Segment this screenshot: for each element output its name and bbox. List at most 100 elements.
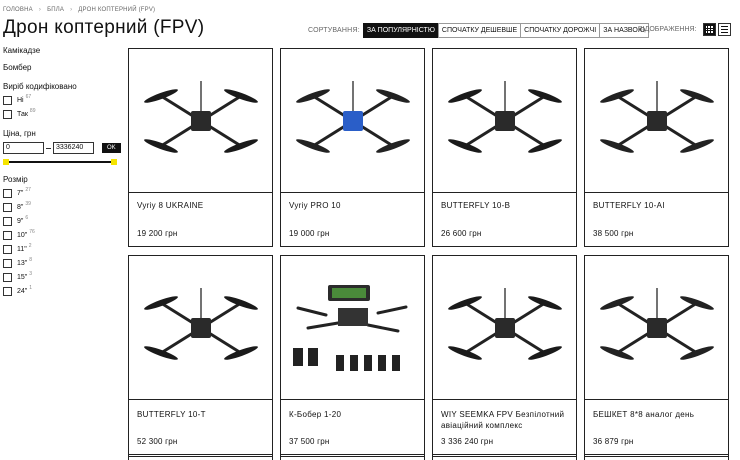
price-inputs: 0 3336240 OK	[3, 142, 121, 154]
sort-name-button[interactable]: ЗА НАЗВОЮ	[599, 23, 649, 38]
drone-image[interactable]	[433, 49, 576, 193]
product-price: 3 336 240 грн	[441, 437, 494, 446]
breadcrumb-separator: ›	[70, 7, 73, 13]
product-card-partial	[432, 454, 577, 460]
option-label: 8"	[17, 203, 24, 211]
product-name[interactable]: WIY SEEMKA FPV Безпілотний авіаційний ко…	[441, 410, 565, 430]
option-count: 27	[25, 187, 31, 193]
drone-image[interactable]	[433, 256, 576, 400]
filter-size-option[interactable]: 8"39	[3, 201, 121, 212]
checkbox[interactable]	[3, 188, 12, 198]
checkbox[interactable]	[3, 230, 12, 240]
price-slider[interactable]	[3, 159, 117, 165]
list-view-button[interactable]	[717, 23, 731, 36]
drone-image[interactable]	[585, 49, 728, 193]
checkbox[interactable]	[3, 258, 12, 268]
sort-popularity-button[interactable]: ЗА ПОПУЛЯРНІСТЮ	[362, 23, 439, 38]
option-count: 76	[29, 229, 35, 235]
size-options: 7"27 8"39 9"6 10"76 11"2 13"8 15"3 24"1	[3, 187, 121, 296]
product-name[interactable]: BUTTERFLY 10-AI	[593, 201, 665, 210]
checkbox[interactable]	[3, 272, 12, 282]
checkbox[interactable]	[3, 202, 12, 212]
checkbox[interactable]	[3, 216, 12, 226]
breadcrumb-current: ДРОН КОПТЕРНИЙ (FPV)	[78, 7, 156, 13]
product-price: 52 300 грн	[137, 437, 178, 446]
product-grid: Vyriy 8 UKRAINE 19 200 грн Vyriy PRO 10 19 …	[128, 48, 729, 457]
option-label: 15"	[17, 273, 28, 281]
checkbox[interactable]	[3, 244, 12, 254]
slider-min-handle[interactable]	[3, 159, 9, 165]
checkbox[interactable]	[3, 286, 12, 296]
product-card-partial	[280, 454, 425, 460]
product-card[interactable]: WIY SEEMKA FPV Безпілотний авіаційний ко…	[432, 255, 577, 457]
option-label: Так	[17, 110, 28, 118]
product-name[interactable]: BUTTERFLY 10-B	[441, 201, 511, 210]
product-name[interactable]: Vyriy 8 UKRAINE	[137, 201, 204, 210]
product-price: 37 500 грн	[289, 437, 330, 446]
product-name[interactable]: К-Бобер 1-20	[289, 410, 342, 419]
product-card[interactable]: BUTTERFLY 10-B 26 600 грн	[432, 48, 577, 247]
product-card-partial	[128, 454, 273, 460]
product-name[interactable]: BUTTERFLY 10-T	[137, 410, 206, 419]
filter-size-option[interactable]: 7"27	[3, 187, 121, 198]
product-card[interactable]: Vyriy PRO 10 19 000 грн	[280, 48, 425, 247]
product-card-partial	[584, 454, 729, 460]
filter-encoding-yes[interactable]: Так 89	[3, 108, 121, 119]
grid-view-button[interactable]	[702, 23, 716, 36]
drone-image[interactable]	[129, 256, 272, 400]
product-name[interactable]: БЕШКЕТ 8*8 аналог день	[593, 410, 695, 419]
slider-track	[3, 161, 117, 163]
product-card[interactable]: BUTTERFLY 10-T 52 300 грн	[128, 255, 273, 457]
option-count: 67	[25, 94, 32, 100]
option-label: 13"	[17, 259, 28, 267]
option-count: 2	[28, 243, 32, 249]
sort-cheaper-button[interactable]: СПОЧАТКУ ДЕШЕВШЕ	[437, 23, 522, 38]
option-count: 39	[25, 201, 31, 207]
product-name[interactable]: Vyriy PRO 10	[289, 201, 341, 210]
sidebar-link-kamikaze[interactable]: Камікадзе	[3, 46, 41, 55]
product-price: 38 500 грн	[593, 229, 634, 238]
view-label: ВІДОБРАЖЕННЯ:	[638, 26, 697, 33]
product-price: 26 600 грн	[441, 229, 482, 238]
option-count: 6	[25, 215, 29, 221]
filter-size-option[interactable]: 10"76	[3, 229, 121, 240]
filter-size-option[interactable]: 15"3	[3, 271, 121, 282]
filter-size-option[interactable]: 24"1	[3, 285, 121, 296]
slider-max-handle[interactable]	[111, 159, 117, 165]
breadcrumb-home[interactable]: ГОЛОВНА	[3, 7, 33, 13]
price-dash	[46, 147, 51, 149]
product-card[interactable]: Vyriy 8 UKRAINE 19 200 грн	[128, 48, 273, 247]
price-max-input[interactable]: 3336240	[53, 142, 94, 154]
drone-kit-image[interactable]	[281, 256, 424, 400]
product-price: 19 200 грн	[137, 229, 178, 238]
option-count: 89	[29, 108, 36, 114]
drone-image[interactable]	[281, 49, 424, 193]
filter-encoding-title: Виріб кодифіковано	[3, 82, 77, 91]
price-min-input[interactable]: 0	[3, 142, 44, 154]
breadcrumb-uav[interactable]: БПЛА	[47, 7, 65, 13]
sidebar-link-bomber[interactable]: Бомбер	[3, 63, 32, 72]
product-card[interactable]: К-Бобер 1-20 37 500 грн	[280, 255, 425, 457]
product-card[interactable]: БЕШКЕТ 8*8 аналог день 36 879 грн	[584, 255, 729, 457]
filter-size-option[interactable]: 11"2	[3, 243, 121, 254]
sort-label: СОРТУВАННЯ:	[308, 27, 360, 34]
filter-size-option[interactable]: 13"8	[3, 257, 121, 268]
filter-encoding-no[interactable]: Ні 67	[3, 94, 121, 105]
option-label: 24"	[17, 287, 28, 295]
checkbox[interactable]	[3, 95, 12, 105]
filter-size-title: Розмір	[3, 175, 28, 184]
price-ok-button[interactable]: OK	[102, 143, 121, 153]
breadcrumb: ГОЛОВНА › БПЛА › ДРОН КОПТЕРНИЙ (FPV)	[3, 7, 155, 13]
grid-icon	[705, 26, 713, 33]
sort-expensive-button[interactable]: СПОЧАТКУ ДОРОЖЧІ	[520, 23, 601, 38]
product-price: 36 879 грн	[593, 437, 634, 446]
option-label: 11"	[17, 245, 27, 253]
product-price: 19 000 грн	[289, 229, 330, 238]
filter-size-option[interactable]: 9"6	[3, 215, 121, 226]
drone-image[interactable]	[585, 256, 728, 400]
filter-sidebar: Камікадзе Бомбер Виріб кодифіковано Ні 6…	[3, 46, 121, 300]
checkbox[interactable]	[3, 109, 12, 119]
drone-image[interactable]	[129, 49, 272, 193]
product-card[interactable]: BUTTERFLY 10-AI 38 500 грн	[584, 48, 729, 247]
option-count: 1	[29, 285, 33, 291]
